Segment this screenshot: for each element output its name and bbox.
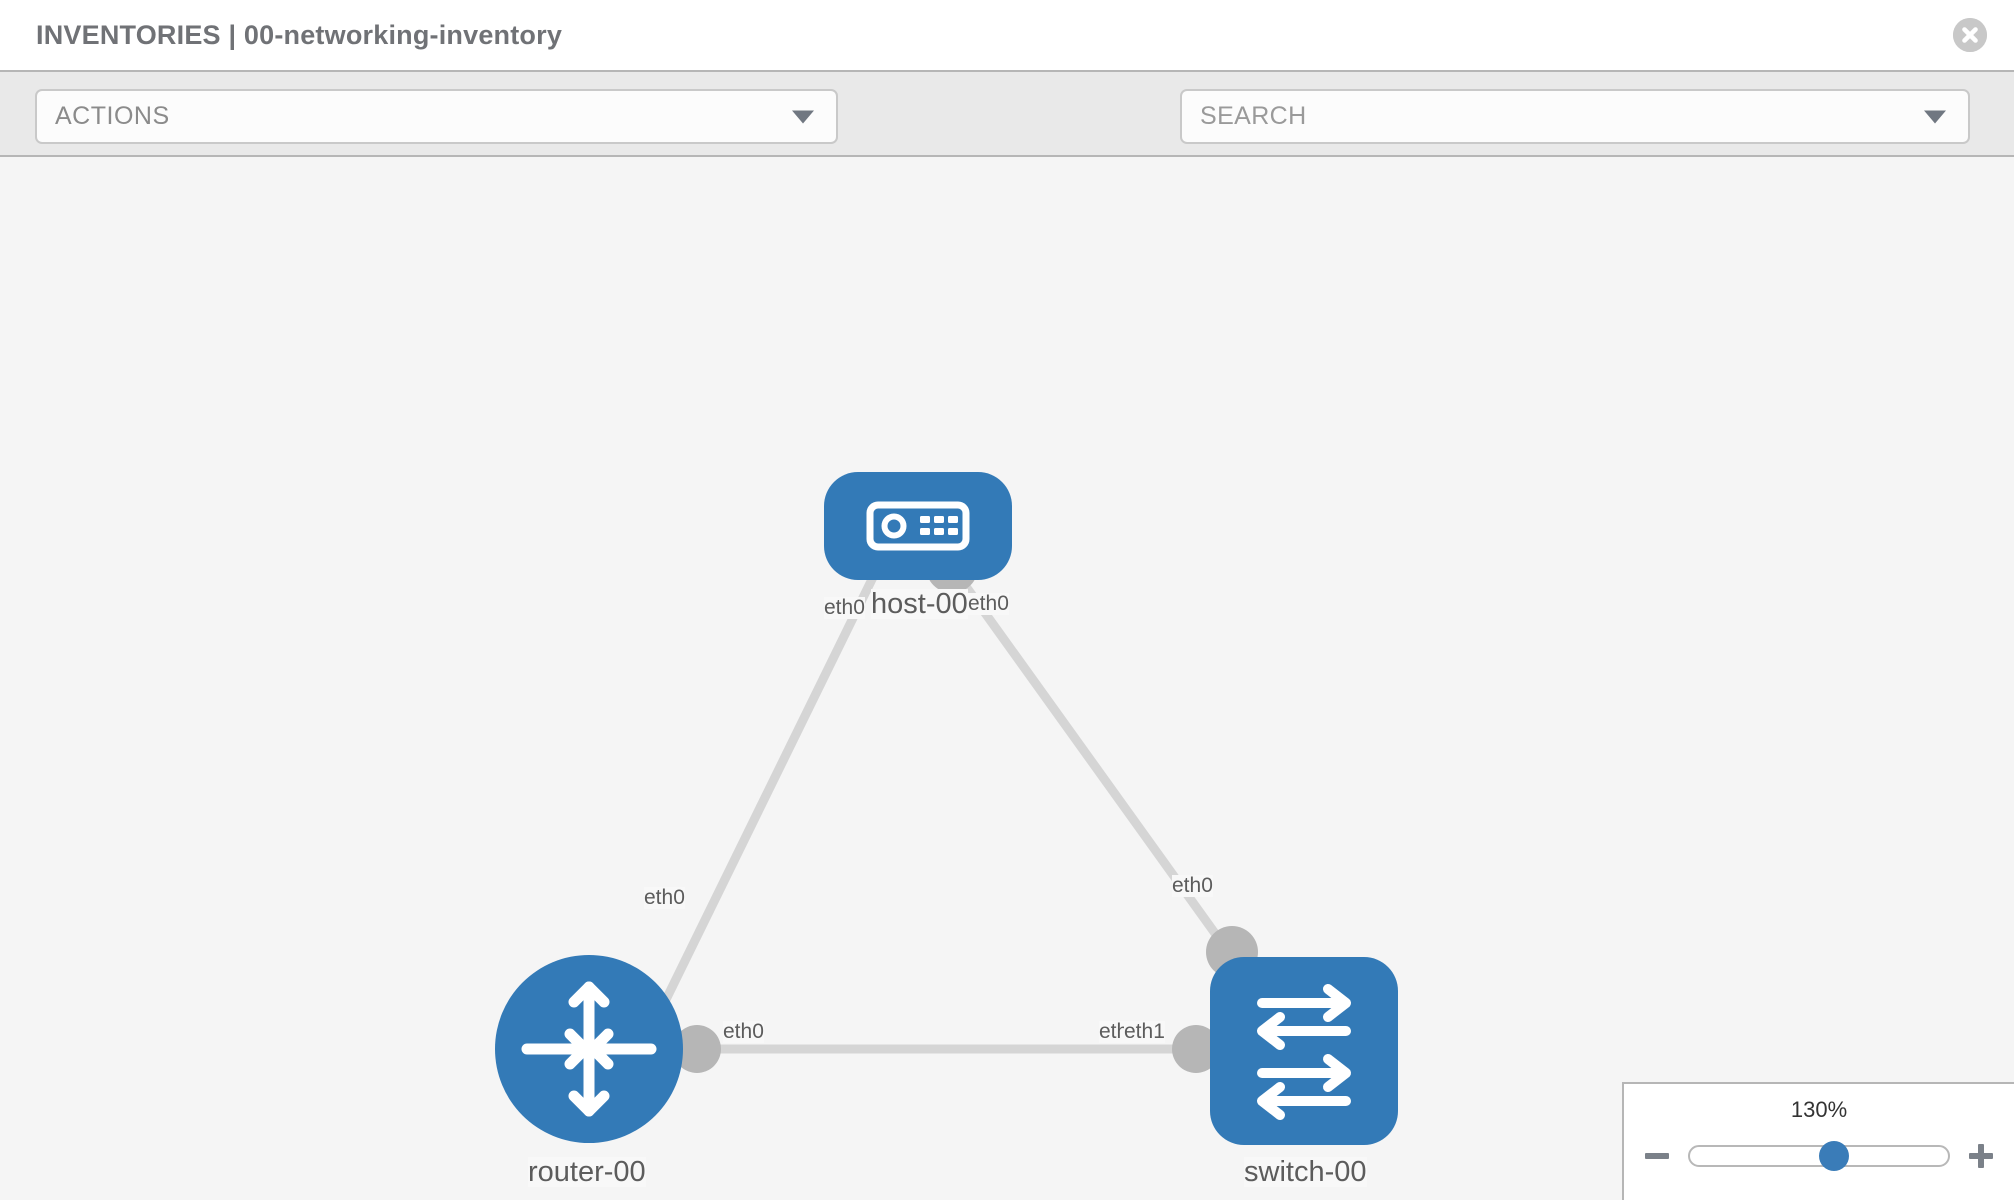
close-icon[interactable] [1953,18,1987,52]
search-placeholder: SEARCH [1200,102,1307,130]
node-label-router-00: router-00 [528,1156,646,1188]
interface-label-router00-up: eth0 [644,886,685,910]
chevron-down-icon[interactable] [1924,110,1946,123]
connector-switch00-left [1172,1025,1220,1073]
link-host00-switch00 [948,564,1236,960]
switch-arrows-icon [1257,984,1351,1120]
link-host00-router00 [650,565,883,1024]
actions-dropdown[interactable]: ACTIONS [35,89,838,144]
page-title: INVENTORIES | 00-networking-inventory [36,19,563,50]
minus-icon[interactable] [1642,1141,1672,1171]
server-device-icon [866,501,970,551]
node-label-host-00: host-00 [871,588,968,620]
node-host-00 [824,472,1012,580]
connector-router00-right [673,1025,721,1073]
chevron-down-icon [792,110,814,123]
topology-links [650,564,1240,1054]
topology-graph [495,472,1398,1145]
actions-dropdown-label: ACTIONS [55,102,170,130]
interface-label-switch00-left: eth1 [1124,1020,1165,1044]
zoom-slider-thumb[interactable] [1819,1141,1850,1171]
interface-label-host00-right: eth0 [968,592,1009,616]
topology-canvas[interactable]: eth0 eth0 eth0 eth0 eth0 eth0 eth1 host-… [0,157,2014,1200]
zoom-percent-label: 130% [1790,1097,1848,1122]
node-switch-00 [1210,957,1398,1145]
node-router-00 [495,955,683,1143]
router-arrows-icon [521,981,657,1117]
interface-label-router00-right: eth0 [723,1020,764,1044]
interface-label-switch00-up: eth0 [1172,874,1213,898]
page-header: INVENTORIES | 00-networking-inventory [0,0,2014,70]
node-label-switch-00: switch-00 [1244,1156,1367,1188]
search-input[interactable]: SEARCH [1180,89,1970,144]
zoom-slider[interactable] [1688,1141,1950,1171]
zoom-control-row [1624,1136,2014,1176]
plus-icon[interactable] [1966,1141,1996,1171]
toolbar: ACTIONS SEARC [0,70,2014,205]
interface-label-host00-left: eth0 [824,596,865,620]
zoom-control-panel: 130% [1622,1082,2014,1200]
